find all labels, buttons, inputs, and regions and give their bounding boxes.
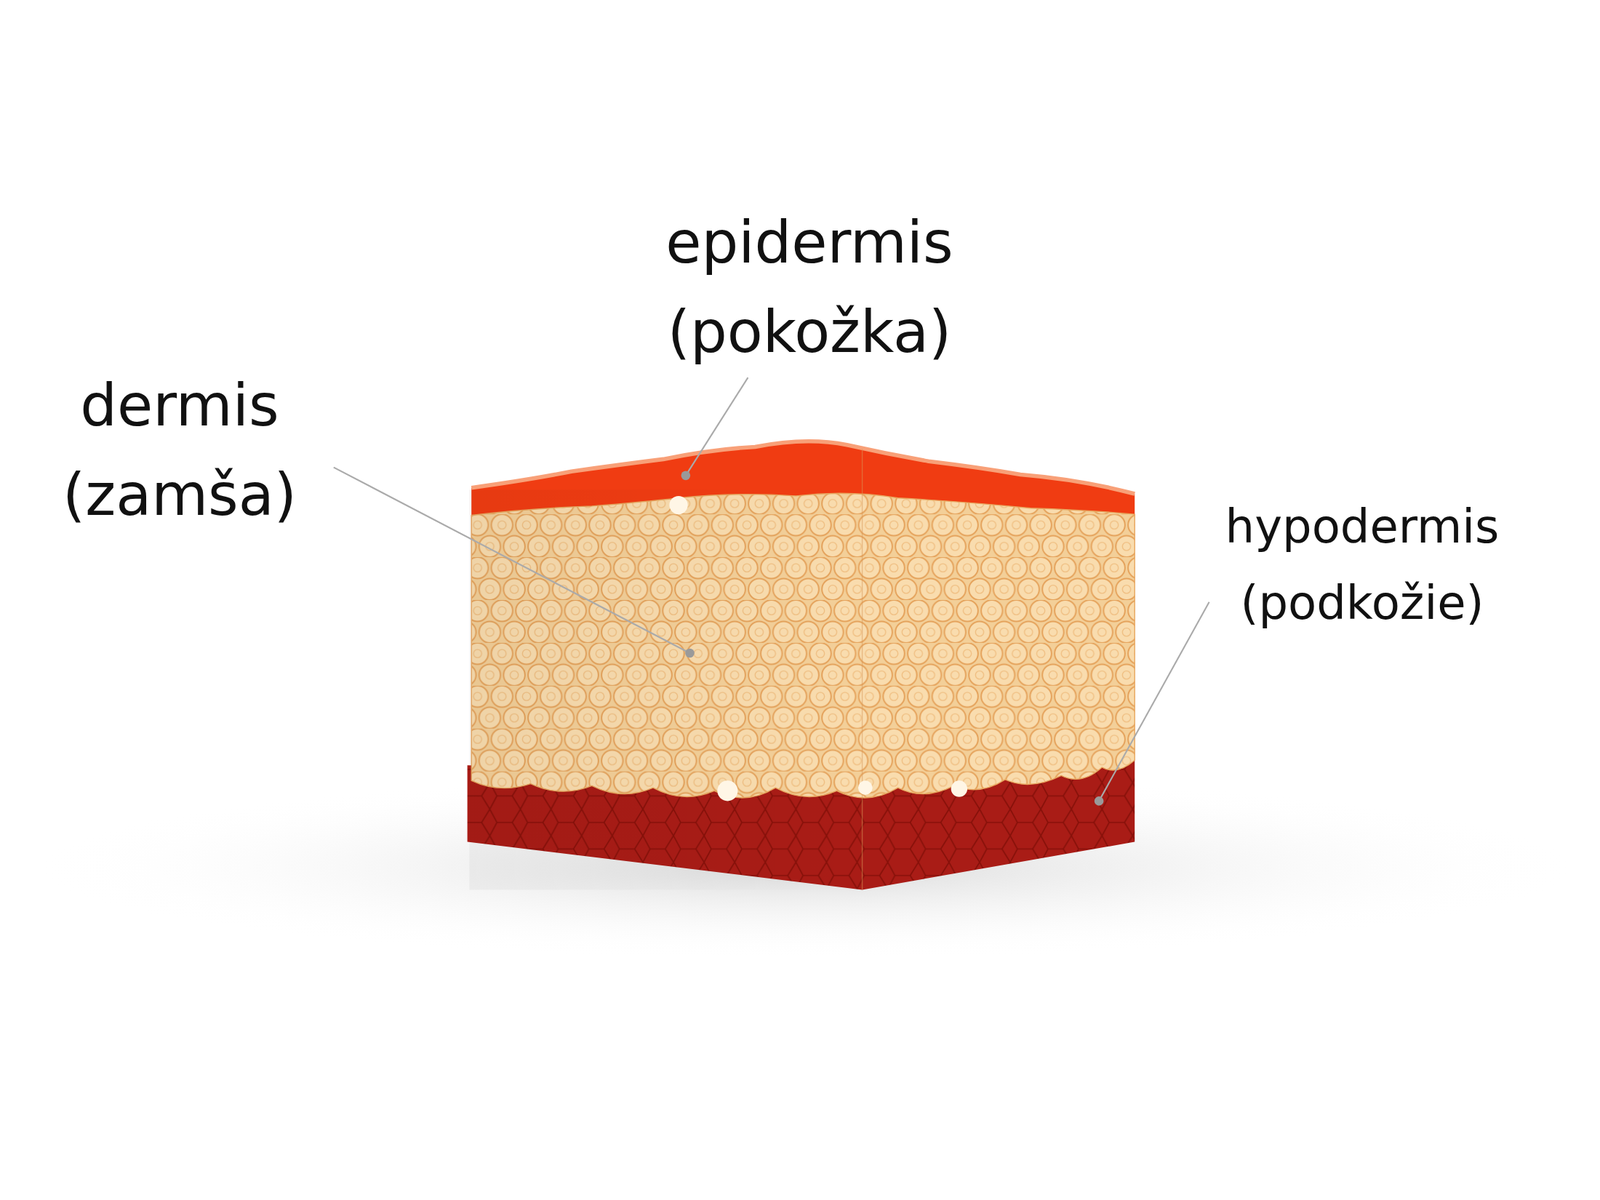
highlight <box>669 496 688 515</box>
leader-line <box>685 377 749 476</box>
leader-dot <box>685 648 695 659</box>
leader-dot <box>1094 796 1104 806</box>
left-face-shade <box>469 489 862 890</box>
leader-dot <box>681 471 691 481</box>
highlight <box>858 780 873 795</box>
highlight <box>951 780 968 797</box>
leader-line <box>1098 602 1210 802</box>
epidermis-surface <box>471 441 1135 494</box>
leader-line <box>333 467 691 654</box>
layer-label: hypodermis (podkožie) <box>1225 488 1500 642</box>
label-anchor: dermis (zamša) <box>62 360 297 540</box>
label-anchor: hypodermis (podkožie) <box>1225 488 1500 642</box>
layer-label: epidermis (pokožka) <box>665 197 954 377</box>
layer-label: dermis (zamša) <box>62 360 297 540</box>
highlight <box>717 780 738 801</box>
front-edge <box>861 448 863 890</box>
label-anchor: epidermis (pokožka) <box>665 197 954 377</box>
